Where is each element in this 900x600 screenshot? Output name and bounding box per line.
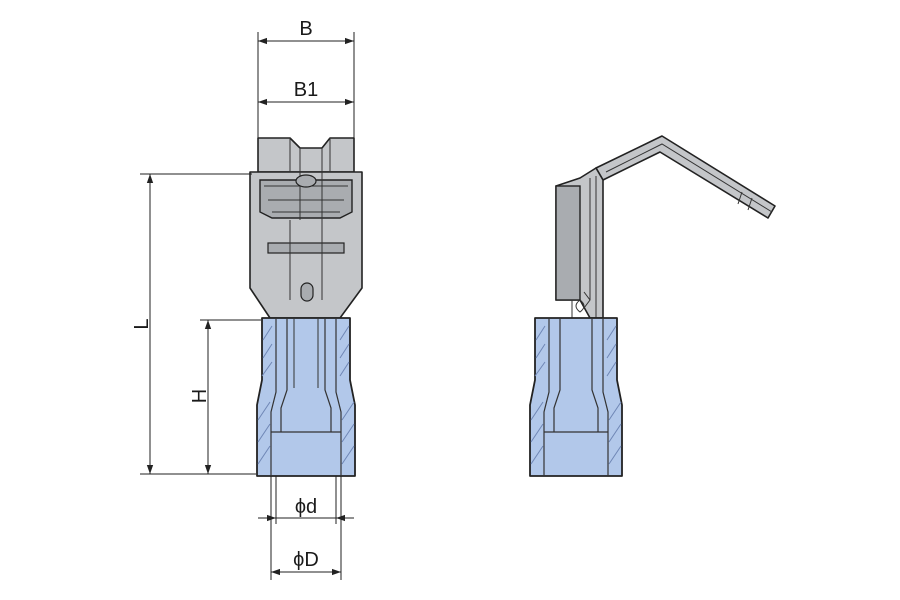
front-view [249, 137, 363, 477]
side-tab-wing [595, 135, 776, 219]
dimension-lines [140, 32, 355, 580]
dim-label-B: B [299, 18, 312, 40]
dim-label-d: ϕd [295, 496, 317, 518]
side-sleeve [529, 317, 623, 477]
side-crimp-barrel [543, 318, 609, 476]
front-rolled-edge [259, 179, 353, 219]
dim-label-H: H [189, 389, 211, 403]
dim-label-D: ϕD [293, 549, 319, 571]
front-crimp-barrel [270, 318, 342, 476]
front-center-slot [267, 242, 345, 254]
front-keyhole [300, 282, 314, 302]
front-tab-top [257, 137, 355, 173]
side-sleeve-hatch [530, 325, 622, 465]
front-dimple [295, 174, 317, 188]
dim-label-L: L [131, 318, 153, 329]
dim-label-B1: B1 [294, 79, 318, 101]
front-sleeve-hatch [257, 325, 355, 465]
side-neck [571, 299, 585, 318]
front-sleeve [256, 317, 356, 477]
side-view [529, 135, 776, 477]
